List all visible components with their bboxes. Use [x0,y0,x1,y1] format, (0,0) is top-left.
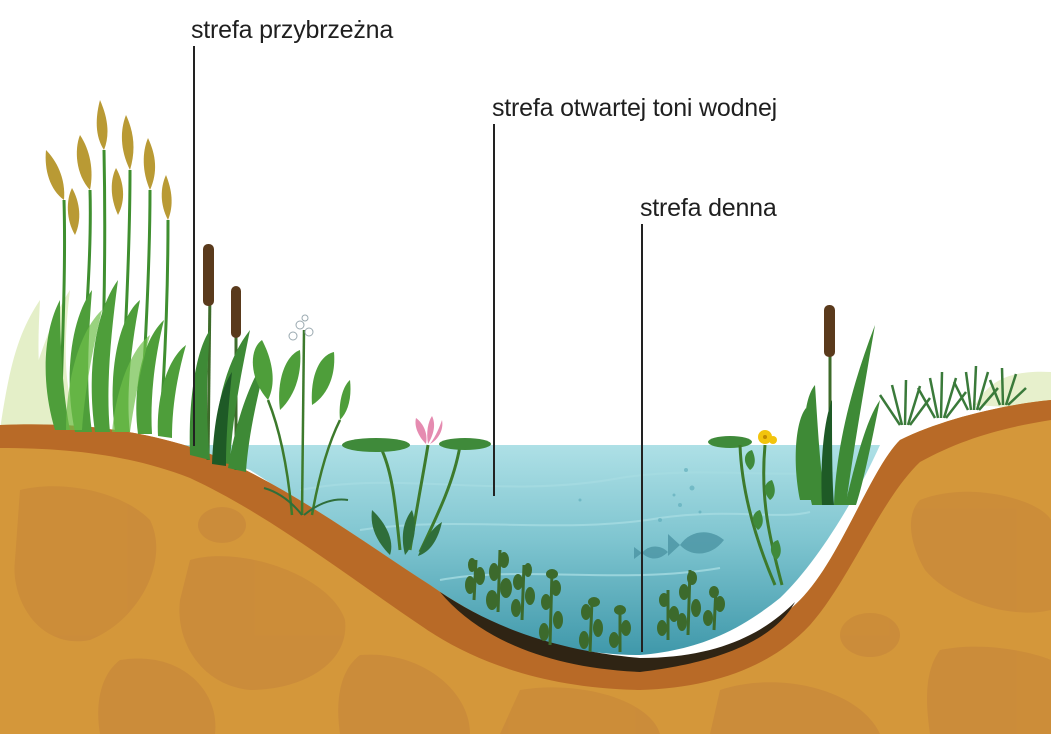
zone-label-littoral: strefa przybrzeżna [191,18,393,43]
zone-label-pelagic: strefa otwartej toni wodnej [492,96,777,121]
cattails-right [796,305,880,505]
zone-label-benthic: strefa denna [640,196,777,221]
